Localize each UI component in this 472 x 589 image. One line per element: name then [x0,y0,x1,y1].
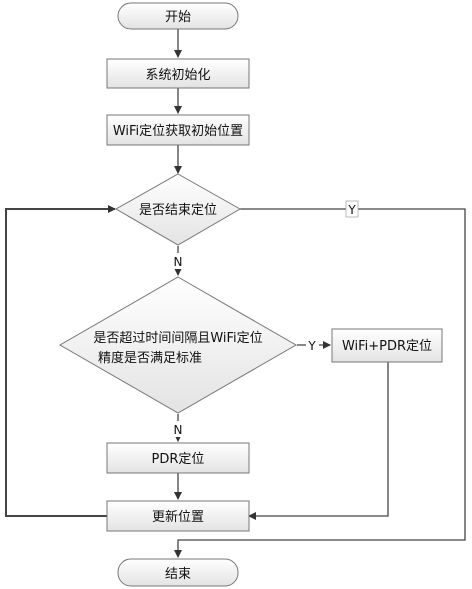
pdr-text: PDR定位 [152,452,205,467]
end-check-text: 是否结束定位 [139,203,217,218]
no-end-text: N [174,255,183,269]
process-wifi-init: WiFi定位获取初始位置 [106,114,250,146]
update-text: 更新位置 [152,509,204,525]
terminal-start: 开始 [117,2,239,30]
edge-label-yes-end: Y [345,200,359,218]
condition-text-line2: 精度是否满足标准 [98,350,202,366]
process-wifi-pdr: WiFi+PDR定位 [331,328,443,363]
no-cond-text: N [174,423,183,437]
condition-text-line1: 是否超过时间间隔且WiFi定位 [93,331,262,346]
end-text: 结束 [165,567,191,582]
decision-end-check: 是否结束定位 [114,173,242,246]
process-init: 系统初始化 [106,58,250,89]
decision-condition: 是否超过时间间隔且WiFi定位 精度是否满足标准 [58,276,298,414]
edge-label-no-cond: N [171,421,185,437]
terminal-end: 结束 [117,558,239,587]
arrow-check-yes [174,208,466,558]
start-text: 开始 [165,10,191,25]
yes-end-text: Y [347,203,356,217]
edge-label-no-end: N [171,253,185,269]
wifi-pdr-text: WiFi+PDR定位 [342,339,432,354]
yes-cond-text: Y [307,339,316,353]
arrow-update-loop [5,205,116,517]
connectors [5,29,466,558]
init-text: 系统初始化 [145,68,210,83]
process-update: 更新位置 [106,500,250,532]
process-pdr: PDR定位 [106,442,250,474]
edge-label-yes-cond: Y [306,337,319,353]
wifi-init-text: WiFi定位获取初始位置 [113,124,243,139]
arrow-wifipdr-update [248,362,389,520]
